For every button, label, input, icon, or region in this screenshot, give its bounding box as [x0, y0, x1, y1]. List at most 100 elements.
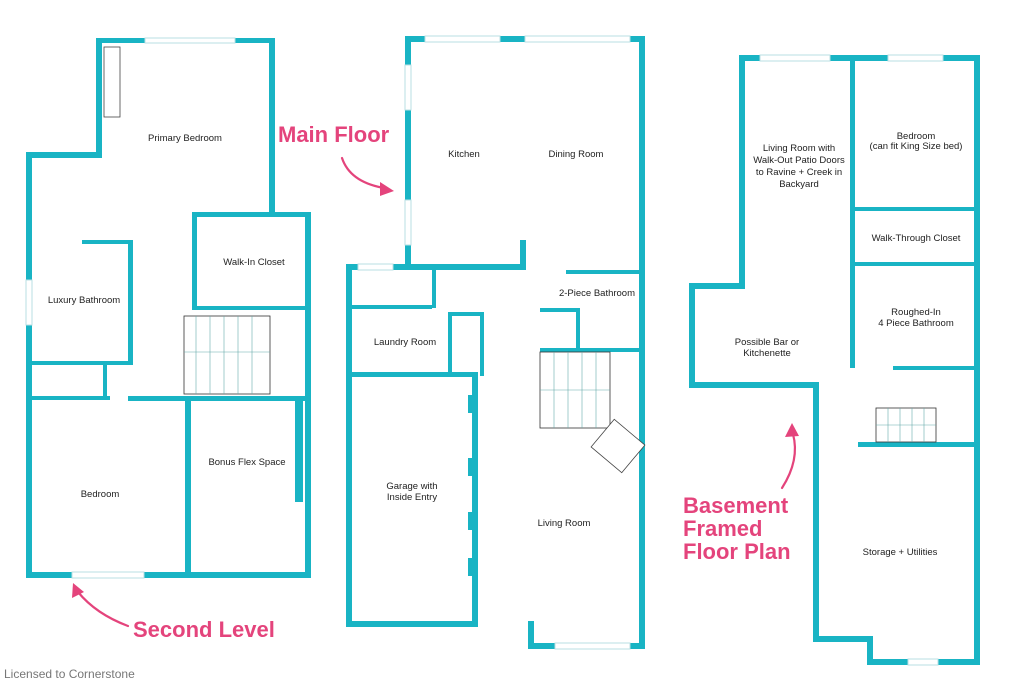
- room-label-bedroom: Bedroom: [81, 489, 120, 500]
- floor-title-basement-line3: Floor Plan: [683, 539, 791, 564]
- wall: [192, 212, 197, 310]
- window: [524, 35, 631, 43]
- fireplace: [590, 418, 646, 474]
- room-label-living-line4: Backyard: [779, 179, 819, 190]
- room-label-living-line3: to Ravine + Creek in: [756, 167, 842, 178]
- license-credit: Licensed to Cornerstone: [4, 667, 135, 681]
- wall: [739, 55, 745, 289]
- wall: [852, 207, 977, 211]
- wall: [350, 305, 432, 309]
- wall: [128, 240, 133, 365]
- arrowhead-icon: [785, 423, 799, 437]
- wall: [468, 512, 474, 530]
- room-label-laundry-room: Laundry Room: [374, 337, 436, 348]
- floor-title-basement-line1: Basement: [683, 493, 789, 518]
- room-label-bar-line1: Possible Bar or: [735, 337, 799, 348]
- basement-plan: Living Room with Walk-Out Patio Doors to…: [683, 54, 980, 666]
- window: [357, 263, 394, 271]
- wall: [26, 572, 311, 578]
- wall: [576, 308, 580, 352]
- window: [907, 658, 939, 666]
- wall: [689, 283, 745, 289]
- wall: [528, 621, 534, 649]
- wall: [448, 312, 452, 374]
- second-level-plan: Primary Bedroom Walk-In Closet Luxury Ba…: [25, 37, 311, 642]
- wall: [305, 212, 311, 578]
- wall: [639, 36, 645, 649]
- room-label-bonus-flex-space: Bonus Flex Space: [208, 457, 285, 468]
- wall: [192, 212, 311, 217]
- wall: [739, 55, 980, 61]
- floor-title-second-level: Second Level: [133, 617, 275, 642]
- wall: [689, 283, 695, 388]
- wall: [448, 312, 483, 316]
- room-label-garage-line2: Inside Entry: [387, 492, 437, 503]
- wall: [852, 262, 977, 266]
- wall: [858, 442, 978, 447]
- room-label-luxury-bathroom: Luxury Bathroom: [48, 295, 120, 306]
- room-label-kitchen: Kitchen: [448, 149, 480, 160]
- wall: [566, 270, 642, 274]
- wall: [472, 372, 478, 627]
- arrowhead-icon: [72, 583, 84, 598]
- window: [554, 642, 631, 650]
- wall: [974, 55, 980, 665]
- wall: [689, 382, 819, 388]
- room-label-bar-line2: Kitchenette: [743, 348, 791, 359]
- arrow-icon: [340, 156, 386, 190]
- wall: [468, 558, 474, 576]
- wall: [520, 240, 526, 270]
- room-label-garage-line1: Garage with: [386, 481, 437, 492]
- room-label-bathroom-line2: 4 Piece Bathroom: [878, 318, 954, 329]
- wall: [185, 396, 191, 576]
- room-label-storage: Storage + Utilities: [863, 547, 938, 558]
- room-label-bedroom-line2: (can fit King Size bed): [870, 141, 963, 152]
- main-floor-plan: Kitchen Dining Room 2-Piece Bathroom Lau…: [278, 35, 646, 650]
- wall: [128, 396, 308, 401]
- wall: [30, 361, 133, 365]
- floor-title-main-floor: Main Floor: [278, 122, 390, 147]
- wall: [346, 264, 526, 270]
- wall: [346, 621, 478, 627]
- room-label-bathroom-line1: Roughed-In: [891, 307, 941, 318]
- floor-title-basement-line2: Framed: [683, 516, 762, 541]
- wall: [540, 308, 580, 312]
- window: [887, 54, 944, 62]
- wall: [540, 348, 642, 352]
- window: [71, 571, 145, 579]
- room-label-walk-through-closet: Walk-Through Closet: [872, 233, 961, 244]
- room-label-dining-room: Dining Room: [549, 149, 604, 160]
- wall: [813, 636, 873, 642]
- room-label-living-room: Living Room: [538, 518, 591, 529]
- room-label-living-line1: Living Room with: [763, 143, 835, 154]
- staircase: [183, 315, 271, 395]
- arrowhead-icon: [380, 182, 394, 196]
- window: [404, 199, 412, 246]
- wall: [30, 396, 110, 400]
- wall: [103, 361, 107, 397]
- wall: [405, 36, 411, 268]
- room-label-2-piece-bathroom: 2-Piece Bathroom: [559, 288, 635, 299]
- wall: [192, 306, 311, 310]
- wall: [813, 382, 819, 642]
- window: [25, 279, 33, 326]
- wall: [432, 270, 436, 308]
- wall: [350, 372, 474, 377]
- wall: [867, 636, 873, 665]
- room-label-living-line2: Walk-Out Patio Doors: [753, 155, 845, 166]
- wall: [893, 366, 977, 370]
- fireplace: [103, 46, 121, 118]
- wall: [96, 38, 102, 156]
- window: [144, 37, 236, 44]
- room-label-primary-bedroom: Primary Bedroom: [148, 133, 222, 144]
- wall: [346, 264, 352, 627]
- room-label-bedroom-line1: Bedroom: [897, 131, 936, 142]
- wall: [26, 152, 102, 158]
- arrow-icon: [76, 590, 130, 628]
- wall: [468, 458, 474, 476]
- wall: [82, 240, 132, 244]
- wall: [480, 312, 484, 376]
- window: [759, 54, 831, 62]
- wall: [468, 395, 474, 413]
